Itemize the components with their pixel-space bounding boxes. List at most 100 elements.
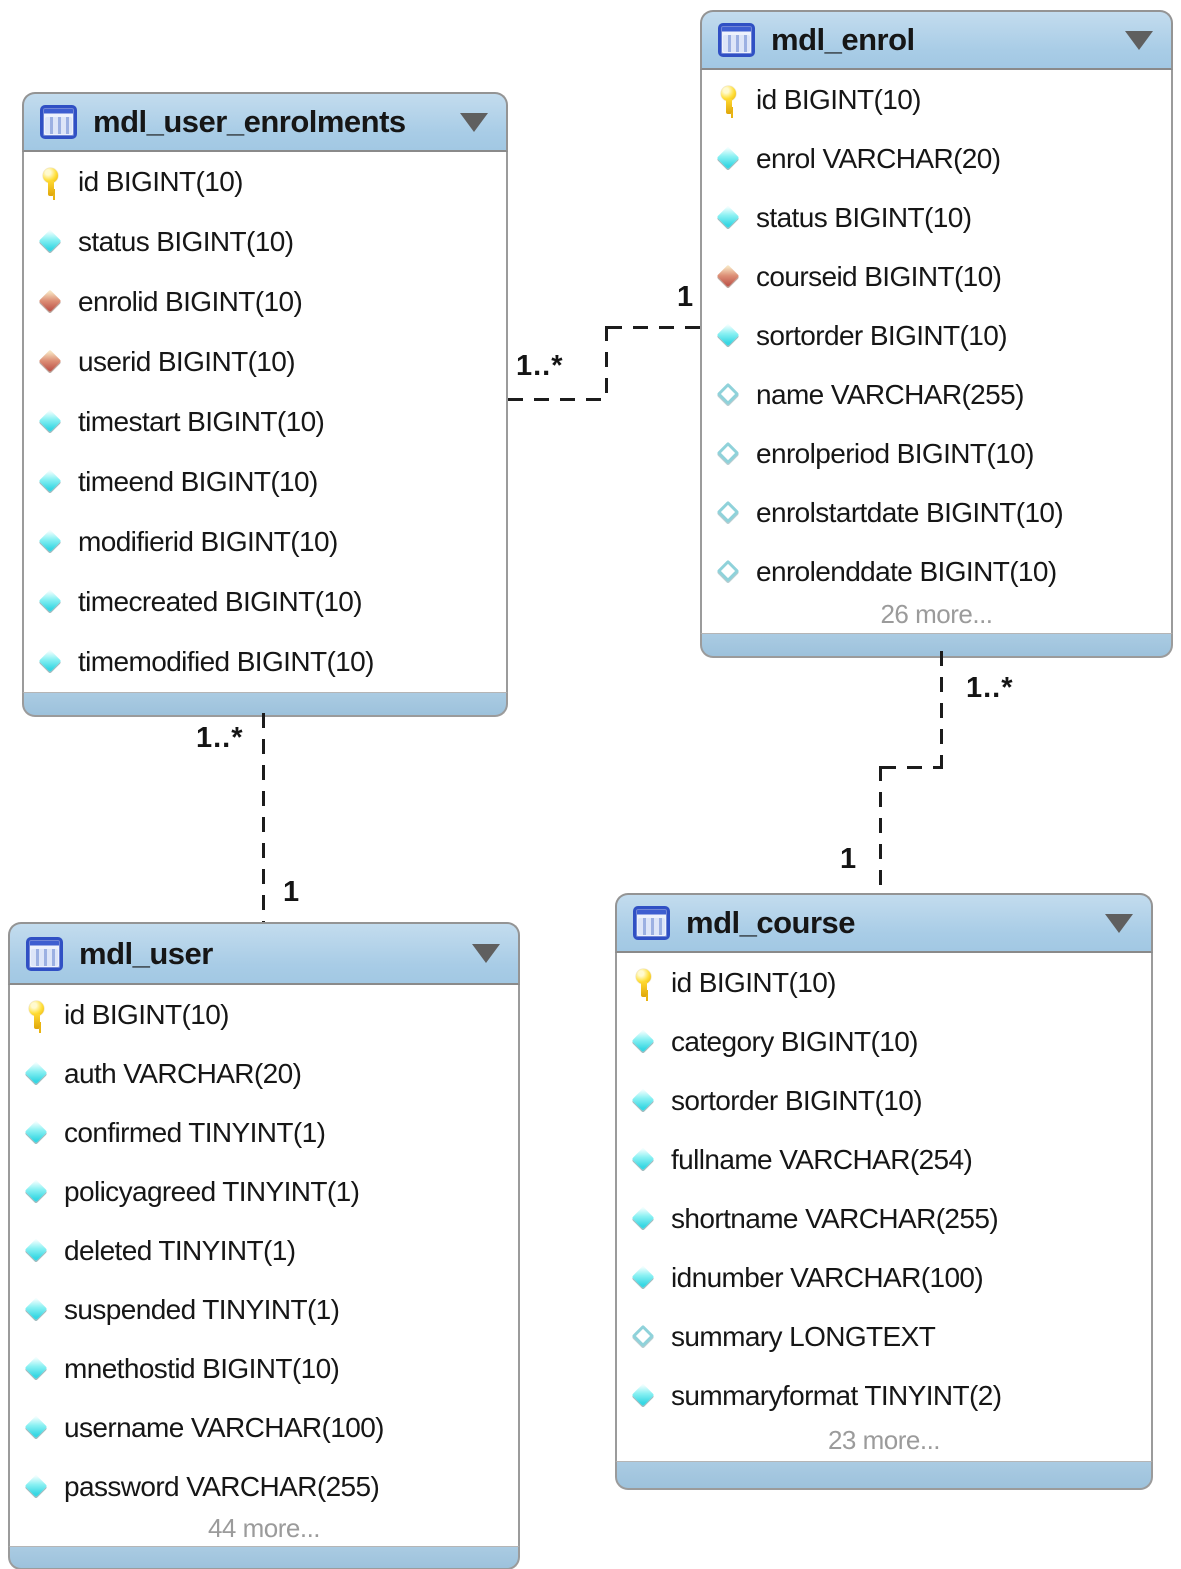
column-row-mnethostid[interactable]: mnethostid BIGINT(10) [10,1339,518,1398]
column-label: timemodified BIGINT(10) [78,646,374,677]
column-row-courseid[interactable]: courseid BIGINT(10) [702,247,1171,306]
column-icon [38,228,64,256]
table-columns-body: id BIGINT(10) status BIGINT(10) enrolid BI… [22,152,508,692]
table-footer [615,1461,1153,1490]
collapse-caret-icon[interactable] [472,944,500,963]
column-row-policyagreed[interactable]: policyagreed TINYINT(1) [10,1162,518,1221]
column-row-timeend[interactable]: timeend BIGINT(10) [24,452,506,512]
column-label: policyagreed TINYINT(1) [64,1175,360,1207]
column-label: suspended TINYINT(1) [64,1293,340,1325]
foreign-key-icon [716,263,742,291]
column-icon [716,204,742,232]
relationship-line-segment[interactable] [940,651,943,769]
column-row-username[interactable]: username VARCHAR(100) [10,1398,518,1457]
table-footer [8,1546,520,1569]
relationship-line-segment[interactable] [262,713,265,922]
cardinality-one-label: 1 [283,876,301,908]
column-row-enrolstartdate[interactable]: enrolstartdate BIGINT(10) [702,483,1171,542]
column-icon [631,1087,657,1115]
column-row-confirmed[interactable]: confirmed TINYINT(1) [10,1103,518,1162]
column-row-id[interactable]: id BIGINT(10) [24,152,506,212]
collapse-caret-icon[interactable] [1125,30,1153,50]
column-row-timestart[interactable]: timestart BIGINT(10) [24,392,506,452]
column-row-modifierid[interactable]: modifierid BIGINT(10) [24,512,506,572]
column-row-summary[interactable]: summary LONGTEXT [617,1307,1151,1366]
collapse-caret-icon[interactable] [460,112,488,132]
column-row-suspended[interactable]: suspended TINYINT(1) [10,1280,518,1339]
column-row-idnumber[interactable]: idnumber VARCHAR(100) [617,1248,1151,1307]
table-header[interactable]: mdl_user [8,922,520,985]
column-label: status BIGINT(10) [78,226,294,257]
column-row-enrolid[interactable]: enrolid BIGINT(10) [24,272,506,332]
column-row-enrolenddate[interactable]: enrolenddate BIGINT(10) [702,542,1171,601]
relationship-line-segment[interactable] [607,326,700,329]
table-columns-body: id BIGINT(10)auth VARCHAR(20) confirmed T… [8,985,520,1546]
column-row-id[interactable]: id BIGINT(10) [702,70,1171,129]
nullable-column-icon [716,381,742,409]
table-header[interactable]: mdl_enrol [700,10,1173,70]
column-row-shortname[interactable]: shortname VARCHAR(255) [617,1189,1151,1248]
relationship-line-segment[interactable] [879,766,882,893]
column-label: deleted TINYINT(1) [64,1234,296,1266]
table-title: mdl_user [79,935,213,971]
relationship-line-segment[interactable] [881,766,943,769]
column-label: id BIGINT(10) [78,166,244,197]
column-row-auth[interactable]: auth VARCHAR(20) [10,1044,518,1103]
column-row-enrolperiod[interactable]: enrolperiod BIGINT(10) [702,424,1171,483]
foreign-key-icon [38,348,64,376]
table-icon [718,23,755,57]
column-icon [24,1119,50,1147]
column-row-id[interactable]: id BIGINT(10) [617,953,1151,1012]
column-row-deleted[interactable]: deleted TINYINT(1) [10,1221,518,1280]
column-row-sortorder[interactable]: sortorder BIGINT(10) [617,1071,1151,1130]
column-icon [24,1178,50,1206]
more-columns-label[interactable]: 26 more... [880,599,993,629]
table-columns-body: id BIGINT(10)category BIGINT(10)sortorde… [615,953,1153,1461]
column-row-id[interactable]: id BIGINT(10) [10,985,518,1044]
table-footer [22,692,508,717]
column-label: name VARCHAR(255) [756,378,1024,410]
table-title: mdl_course [686,905,856,940]
column-icon [716,145,742,173]
cardinality-many-label: 1..* [516,350,564,382]
more-columns-label[interactable]: 23 more... [827,1425,941,1455]
collapse-caret-icon[interactable] [1105,913,1133,933]
table-icon [40,105,77,139]
table-footer [700,633,1173,658]
column-label: timestart BIGINT(10) [78,406,325,437]
cardinality-one-label: 1 [677,281,695,313]
column-row-timecreated[interactable]: timecreated BIGINT(10) [24,572,506,632]
column-icon [38,588,64,616]
column-row-userid[interactable]: userid BIGINT(10) [24,332,506,392]
column-icon [24,1414,50,1442]
column-row-timemodified[interactable]: timemodified BIGINT(10) [24,632,506,692]
more-columns-label[interactable]: 44 more... [207,1513,321,1543]
column-row-fullname[interactable]: fullname VARCHAR(254) [617,1130,1151,1189]
column-row-sortorder[interactable]: sortorder BIGINT(10) [702,306,1171,365]
column-row-category[interactable]: category BIGINT(10) [617,1012,1151,1071]
table-header[interactable]: mdl_course [615,893,1153,953]
column-row-status[interactable]: status BIGINT(10) [702,188,1171,247]
column-row-status[interactable]: status BIGINT(10) [24,212,506,272]
column-icon [38,408,64,436]
column-icon [631,1382,657,1410]
column-label: password VARCHAR(255) [64,1470,380,1502]
table-header[interactable]: mdl_user_enrolments [22,92,508,152]
table-columns-body: id BIGINT(10)enrol VARCHAR(20)status BIG… [700,70,1173,633]
column-label: sortorder BIGINT(10) [756,319,1008,351]
column-label: idnumber VARCHAR(100) [671,1261,984,1293]
nullable-column-icon [631,1323,657,1351]
primary-key-icon [38,168,64,196]
column-label: modifierid BIGINT(10) [78,526,338,557]
relationship-line-segment[interactable] [605,326,608,401]
table-mdl_enrol: mdl_enrol id BIGINT(10)enrol VARCHAR(20)… [700,10,1173,658]
column-row-summaryformat[interactable]: summaryformat TINYINT(2) [617,1366,1151,1425]
column-row-password[interactable]: password VARCHAR(255) [10,1457,518,1516]
column-row-enrol[interactable]: enrol VARCHAR(20) [702,129,1171,188]
column-label: fullname VARCHAR(254) [671,1143,973,1175]
table-mdl_user: mdl_user id BIGINT(10)auth VARCHAR(20) co… [8,922,520,1569]
column-row-name[interactable]: name VARCHAR(255) [702,365,1171,424]
relationship-line-segment[interactable] [508,398,607,401]
column-label: confirmed TINYINT(1) [64,1116,326,1148]
